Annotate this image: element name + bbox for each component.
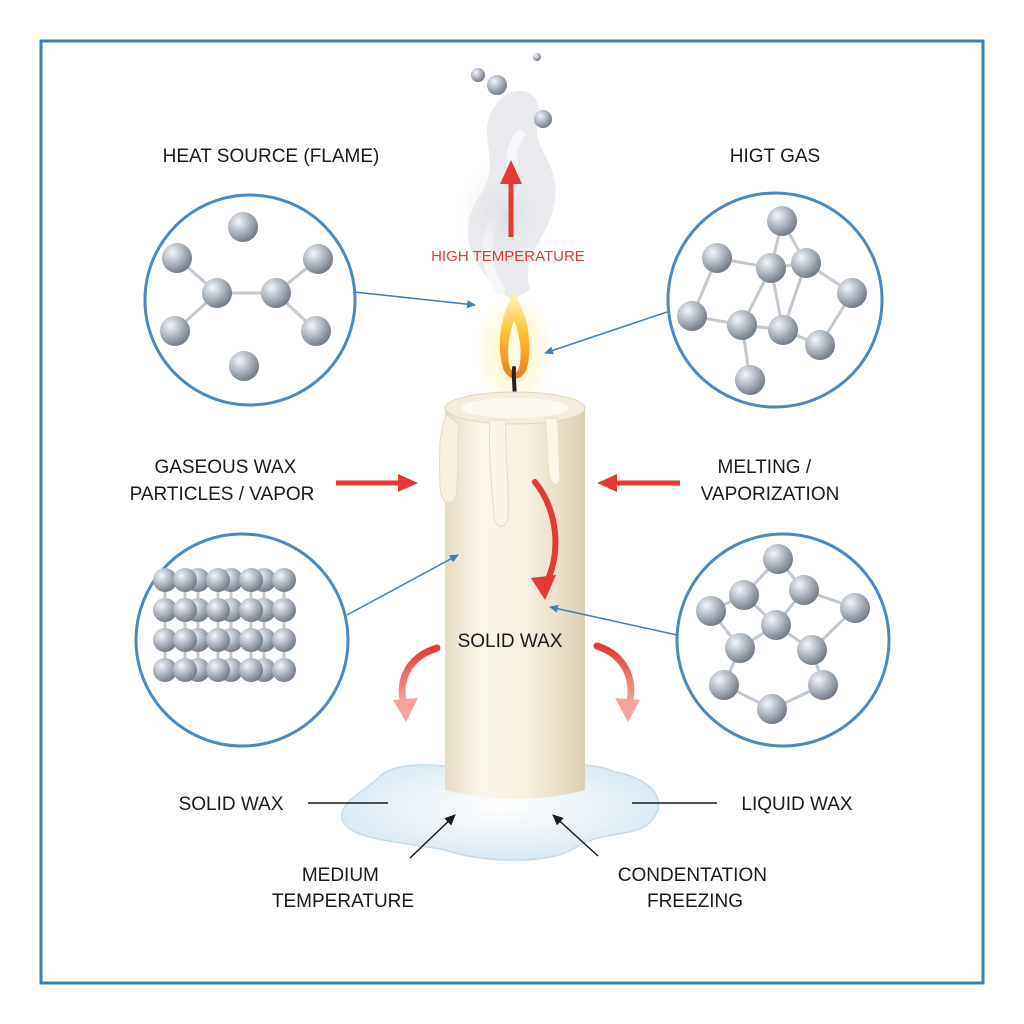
pointer-heat-source	[353, 291, 476, 309]
high-temperature-arrow	[500, 160, 522, 237]
molecule-sphere-icon	[767, 206, 797, 236]
molecule-sphere-icon	[677, 301, 707, 331]
molecule-sphere-icon	[805, 330, 835, 360]
label-medium-line1: MEDIUM	[302, 865, 379, 886]
molecule-sphere-icon	[153, 568, 177, 592]
molecule-sphere-icon	[797, 635, 827, 665]
molecule-sphere-icon	[725, 633, 755, 663]
molecule-sphere-icon	[206, 628, 230, 652]
molecule-sphere-icon	[228, 212, 258, 242]
candle-flame-icon	[474, 285, 554, 405]
solid-lattice-model	[153, 568, 296, 682]
molecule-sphere-icon	[206, 598, 230, 622]
molecule-sphere-icon	[702, 243, 732, 273]
drip-arrow-right	[593, 642, 640, 722]
molecule-sphere-icon	[789, 575, 819, 605]
molecule-sphere-icon	[239, 568, 263, 592]
label-condensation-line1: CONDENTATION	[618, 865, 767, 886]
molecule-sphere-icon	[756, 253, 786, 283]
molecule-sphere-icon	[229, 351, 259, 381]
molecule-sphere-icon	[261, 278, 291, 308]
molecule-sphere-icon	[761, 610, 791, 640]
gas-molecule-model	[160, 212, 333, 381]
condensation-pointer	[552, 814, 599, 857]
molecule-sphere-icon	[272, 658, 296, 682]
molecule-sphere-icon	[729, 580, 759, 610]
label-medium-temperature: MEDIUM TEMPERATURE	[272, 865, 414, 912]
molecule-sphere-icon	[173, 658, 197, 682]
molecule-sphere-icon	[153, 628, 177, 652]
molecule-sphere-icon	[757, 694, 787, 724]
molecule-sphere-icon	[160, 316, 190, 346]
molecule-sphere-icon	[837, 278, 867, 308]
pointer-liquid-network	[549, 604, 678, 636]
label-condensation: CONDENTATION FREEZING	[618, 865, 772, 912]
label-condensation-line2: FREEZING	[647, 891, 743, 912]
label-medium-line2: TEMPERATURE	[272, 891, 414, 912]
molecule-sphere-icon	[206, 568, 230, 592]
molecule-sphere-icon	[727, 310, 757, 340]
red-arrow-right	[597, 474, 680, 492]
molecule-sphere-icon	[239, 658, 263, 682]
molecule-sphere-icon	[173, 598, 197, 622]
label-liquid-wax: LIQUID WAX	[741, 794, 853, 815]
molecule-sphere-icon	[202, 278, 232, 308]
drip-arrow-left	[393, 644, 441, 722]
molecule-sphere-icon	[840, 593, 870, 623]
molecule-sphere-icon	[153, 598, 177, 622]
medium-temperature-pointer	[409, 814, 456, 859]
label-melting-line2: VAPORIZATION	[701, 484, 840, 505]
molecule-sphere-icon	[303, 244, 333, 274]
molecule-circle-top-left	[143, 193, 357, 407]
molecule-sphere-icon	[272, 598, 296, 622]
candle-body	[439, 391, 586, 799]
melt-flow-arrow	[531, 479, 559, 600]
molecule-sphere-icon	[206, 658, 230, 682]
molecule-sphere-icon	[173, 628, 197, 652]
label-heat-source: HEAT SOURCE (FLAME)	[163, 146, 380, 167]
molecule-sphere-icon	[763, 544, 793, 574]
molecule-sphere-icon	[153, 658, 177, 682]
label-higt-gas: HIGT GAS	[730, 146, 820, 167]
molecule-sphere-icon	[272, 568, 296, 592]
molecule-sphere-icon	[808, 670, 838, 700]
molecule-sphere-icon	[301, 316, 331, 346]
molecule-sphere-icon	[768, 315, 798, 345]
label-solid-wax-center: SOLID WAX	[458, 631, 563, 652]
molecule-sphere-icon	[735, 365, 765, 395]
label-gaseous-line1: GASEOUS WAX	[154, 457, 296, 478]
molecule-sphere-icon	[272, 628, 296, 652]
pointer-solid-lattice	[346, 554, 459, 616]
label-melting-line1: MELTING /	[718, 457, 812, 478]
pointer-higt-gas	[544, 311, 668, 355]
label-high-temperature: HIGH TEMPERATURE	[431, 248, 585, 265]
molecule-sphere-icon	[173, 568, 197, 592]
label-solid-wax-left: SOLID WAX	[179, 794, 284, 815]
molecule-sphere-icon	[696, 596, 726, 626]
molecule-sphere-icon	[709, 670, 739, 700]
smoke-bubbles	[471, 53, 552, 128]
label-melting: MELTING / VAPORIZATION	[701, 457, 840, 505]
liquid-network-model	[696, 544, 870, 724]
molecule-sphere-icon	[239, 598, 263, 622]
red-arrow-left	[336, 474, 418, 492]
gas-network-molecule-model	[677, 206, 867, 395]
molecule-sphere-icon	[162, 243, 192, 273]
label-gaseous-wax: GASEOUS WAX PARTICLES / VAPOR	[130, 457, 315, 505]
label-gaseous-line2: PARTICLES / VAPOR	[130, 484, 315, 505]
molecule-sphere-icon	[791, 248, 821, 278]
molecule-sphere-icon	[239, 628, 263, 652]
